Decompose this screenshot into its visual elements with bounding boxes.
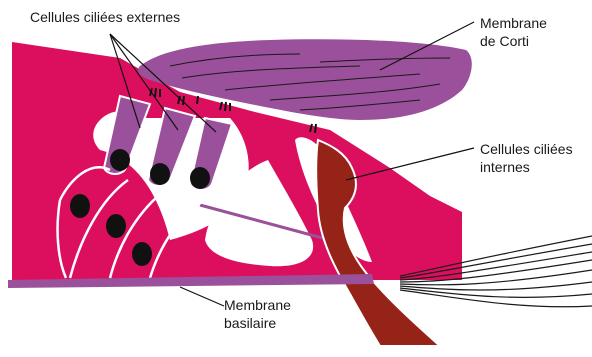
label-inner-hair-cells: Cellules ciliées internes [480,140,573,176]
label-tectorial-membrane: Membrane de Corti [480,14,547,50]
label-basilar-membrane: Membrane basilaire [224,296,291,332]
label-outer-hair-cells: Cellules ciliées externes [30,8,180,26]
